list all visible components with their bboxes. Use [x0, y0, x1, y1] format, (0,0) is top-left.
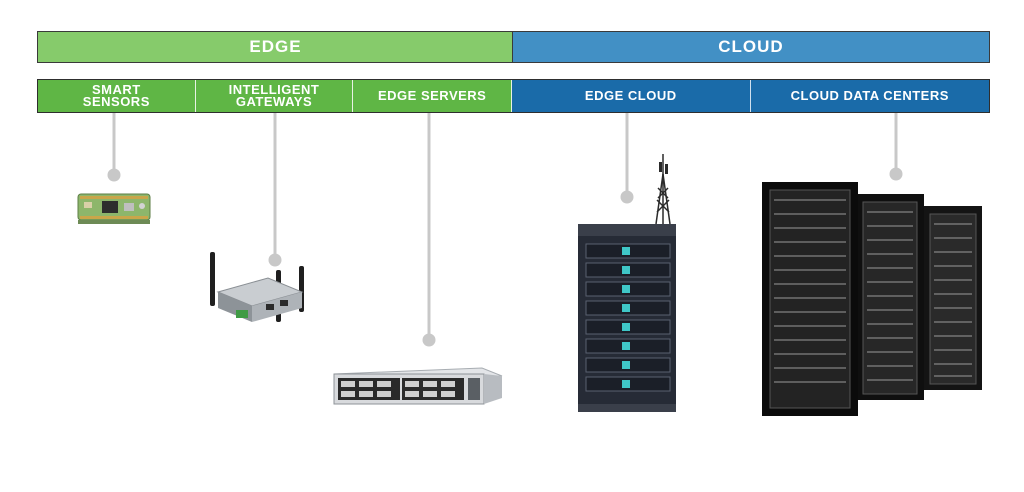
category-edge-cloud-label: EDGE CLOUD [584, 88, 677, 103]
gateway-router-icon [210, 252, 304, 322]
data-center-racks-icon [762, 182, 982, 416]
category-smart-sensors-line1: SMART [91, 82, 141, 97]
connector-dot-gateways [268, 253, 282, 267]
category-intelligent-gateways-line1: INTELLIGENT [228, 82, 320, 97]
connector-dot-edge-cloud [620, 190, 634, 204]
category-cloud-data-centers-label: CLOUD DATA CENTERS [790, 88, 949, 103]
category-intelligent-gateways-line2: GATEWAYS [235, 94, 313, 109]
connector-dot-data-centers [889, 167, 903, 181]
edge-header-band: EDGE [37, 31, 513, 63]
cloud-header-band: CLOUD [512, 31, 990, 63]
category-cloud-data-centers: CLOUD DATA CENTERS [750, 80, 990, 112]
rack-server-icon [333, 367, 503, 405]
category-edge-cloud: EDGE CLOUD [512, 80, 751, 112]
category-edge-servers-label: EDGE SERVERS [378, 88, 487, 103]
connector-dot-edge-servers [422, 333, 436, 347]
sensor-board-icon [77, 193, 151, 224]
edge-header-label: EDGE [249, 37, 302, 56]
cell-tower-server-icon [578, 154, 676, 412]
category-edge-servers: EDGE SERVERS [353, 80, 513, 112]
category-smart-sensors-line2: SENSORS [82, 94, 150, 109]
connector-dot-smart-sensors [107, 168, 121, 182]
cloud-header-label: CLOUD [718, 37, 784, 56]
